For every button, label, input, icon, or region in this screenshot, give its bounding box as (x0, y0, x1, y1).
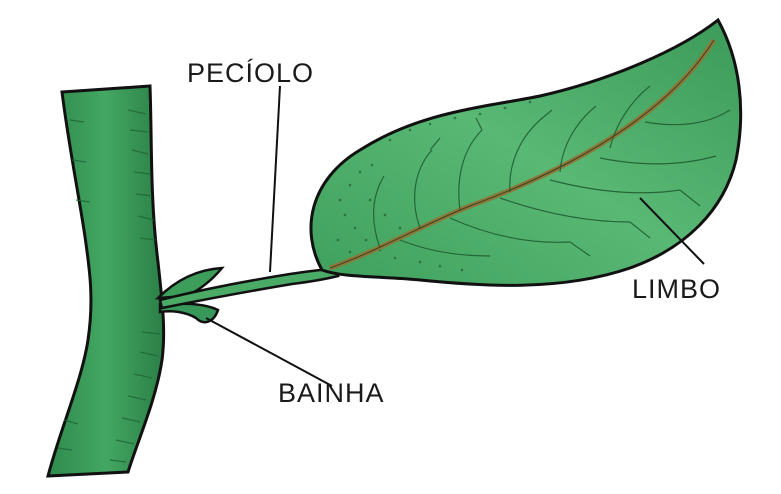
label-limbo: LIMBO (632, 276, 721, 303)
label-bainha: BAINHA (278, 380, 385, 407)
leaf-blade (311, 20, 741, 285)
bainha-leader (206, 318, 332, 386)
stem (48, 86, 164, 476)
peciolo-leader (270, 86, 280, 272)
label-peciolo: PECÍOLO (187, 60, 314, 87)
